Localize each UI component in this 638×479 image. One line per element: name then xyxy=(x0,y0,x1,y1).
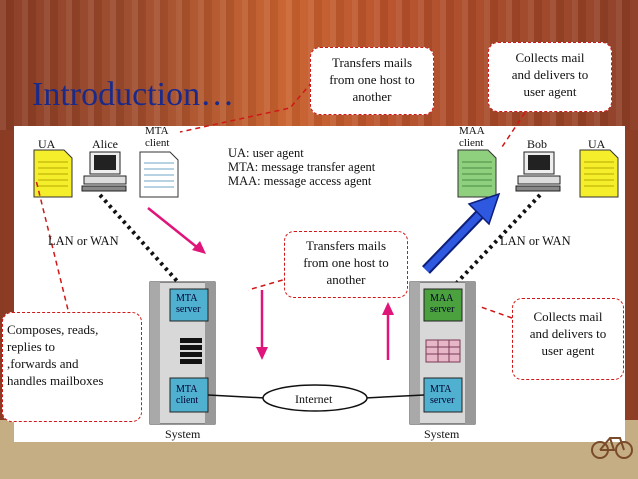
callout-middle-line: from one host to xyxy=(303,255,389,270)
mta-client-left-document-icon xyxy=(139,151,179,198)
legend-mta: MTA: message transfer agent xyxy=(228,160,376,174)
pink-arrow-up xyxy=(382,302,394,360)
callout-top-right-line: Collects mail xyxy=(515,50,585,65)
label-ua-left: UA xyxy=(38,137,56,151)
callout-left-line: replies to xyxy=(7,339,56,354)
label-mta-server-right: MTA server xyxy=(430,384,455,406)
abbreviation-legend: UA: user agent MTA: message transfer age… xyxy=(228,146,375,188)
label-ua-right: UA xyxy=(588,137,606,151)
callout-right: Collects mail and delivers to user agent xyxy=(512,298,624,380)
label-system-right: System xyxy=(424,427,460,441)
callout-left-line: ,forwards and xyxy=(7,356,79,371)
label-maa-server: MAA server xyxy=(430,293,455,315)
system-left-box xyxy=(149,281,216,425)
pink-arrow-down xyxy=(256,290,268,360)
label-bob: Bob xyxy=(527,137,548,151)
callout-top-center-line: from one host to xyxy=(329,72,415,87)
callout-left-line: Composes, reads, xyxy=(7,322,99,337)
alice-computer-icon xyxy=(81,151,127,192)
connector-left xyxy=(35,179,71,319)
lan-link-right xyxy=(448,193,542,292)
mta-server-stack-icon xyxy=(180,338,202,364)
callout-left-line: handles mailboxes xyxy=(7,373,104,388)
label-maa-client-right: MAA client xyxy=(459,125,485,149)
callout-right-line: Collects mail xyxy=(533,309,603,324)
legend-maa: MAA: message access agent xyxy=(228,174,372,188)
bicycle-icon xyxy=(591,437,633,459)
callout-middle-line: Transfers mails xyxy=(305,238,387,253)
label-alice: Alice xyxy=(92,137,118,151)
callout-top-right: Collects mail and delivers to user agent xyxy=(488,42,612,112)
maa-client-right-document-icon xyxy=(457,149,497,198)
pink-arrow-down-left xyxy=(147,207,206,254)
callout-top-right-line: and delivers to xyxy=(511,67,589,82)
label-mta-client-left: MTA client xyxy=(145,125,170,149)
ua-left-document-icon xyxy=(33,149,73,198)
mailbox-icon xyxy=(425,339,461,363)
callout-top-center-line: Transfers mails xyxy=(331,55,413,70)
label-internet: Internet xyxy=(295,392,333,406)
callout-middle: Transfers mails from one host to another xyxy=(284,231,408,298)
slide-title: Introduction… xyxy=(32,76,235,113)
system-right-box xyxy=(409,281,476,425)
blue-arrow-up-right xyxy=(422,192,501,274)
callout-left: Composes, reads, replies to ,forwards an… xyxy=(2,312,142,422)
callout-top-center-line: another xyxy=(352,89,392,104)
callout-middle-line: another xyxy=(326,272,366,287)
callout-right-line: user agent xyxy=(541,343,595,358)
callout-top-center: Transfers mails from one host to another xyxy=(310,47,434,115)
ua-right-document-icon xyxy=(579,149,619,198)
bob-computer-icon xyxy=(515,151,561,192)
label-lan-left: LAN or WAN xyxy=(48,234,119,248)
label-lan-right: LAN or WAN xyxy=(500,234,571,248)
label-mta-server-left: MTA server xyxy=(176,293,201,315)
internet-cloud xyxy=(262,384,368,412)
callout-top-right-line: user agent xyxy=(523,84,577,99)
label-mta-client-box: MTA client xyxy=(176,384,199,406)
connector-top-center xyxy=(179,81,313,133)
lan-link-left xyxy=(98,193,187,292)
legend-ua: UA: user agent xyxy=(228,146,304,160)
label-system-left: System xyxy=(165,427,201,441)
connector-top-right xyxy=(499,104,531,151)
callout-right-line: and delivers to xyxy=(529,326,607,341)
connector-right xyxy=(477,305,513,319)
